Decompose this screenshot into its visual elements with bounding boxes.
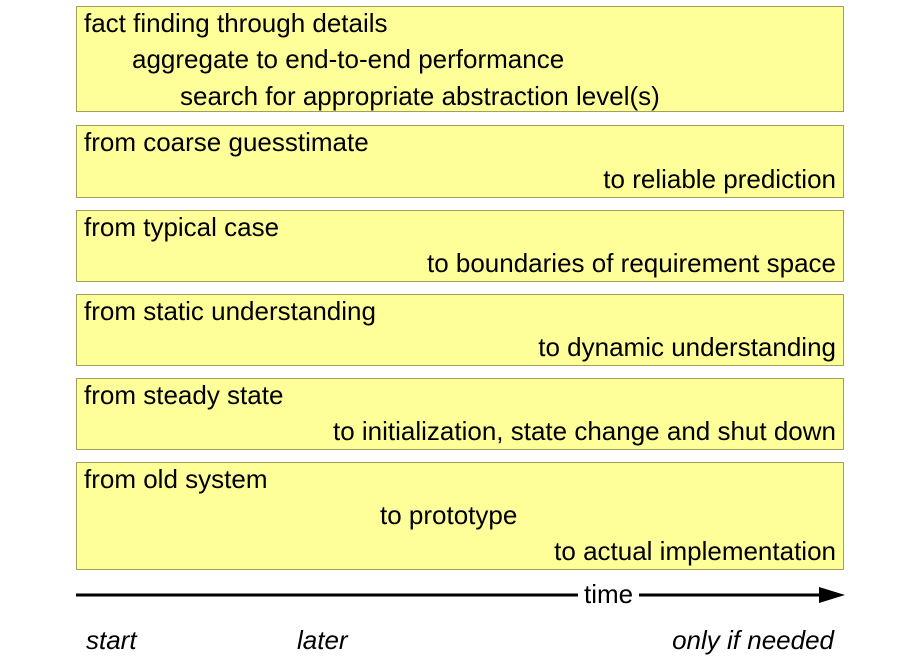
box-fact-finding: fact finding through details aggregate t…: [76, 6, 844, 112]
box-old-system: from old system to prototype to actual i…: [76, 462, 844, 570]
box-typical-case: from typical case to boundaries of requi…: [76, 210, 844, 282]
box-guesstimate: from coarse guesstimate to reliable pred…: [76, 125, 844, 198]
timeline-end-label: only if needed: [672, 625, 834, 655]
box-line: from coarse guesstimate: [84, 127, 369, 157]
box-line: to reliable prediction: [603, 164, 836, 194]
box-line: from static understanding: [84, 296, 376, 326]
box-line: fact finding through details: [84, 8, 388, 38]
arrow-head-icon: [819, 587, 845, 603]
box-line: from steady state: [84, 380, 284, 410]
box-line: to actual implementation: [554, 536, 836, 566]
box-line: from typical case: [84, 212, 280, 242]
timeline-start-label: start: [86, 625, 137, 655]
box-steady-state: from steady state to initialization, sta…: [76, 378, 844, 450]
time-axis-label: time: [578, 579, 640, 609]
box-line: from old system: [84, 464, 268, 494]
box-line: to initialization, state change and shut…: [332, 416, 836, 446]
box-line: to boundaries of requirement space: [426, 248, 836, 278]
box-static-understanding: from static understanding to dynamic und…: [76, 294, 844, 366]
box-line: to dynamic understanding: [538, 332, 836, 362]
box-line: to prototype: [380, 500, 518, 530]
box-line: search for appropriate abstraction level…: [180, 81, 660, 111]
box-line: aggregate to end-to-end performance: [132, 44, 565, 74]
timeline-later-label: later: [297, 625, 348, 655]
